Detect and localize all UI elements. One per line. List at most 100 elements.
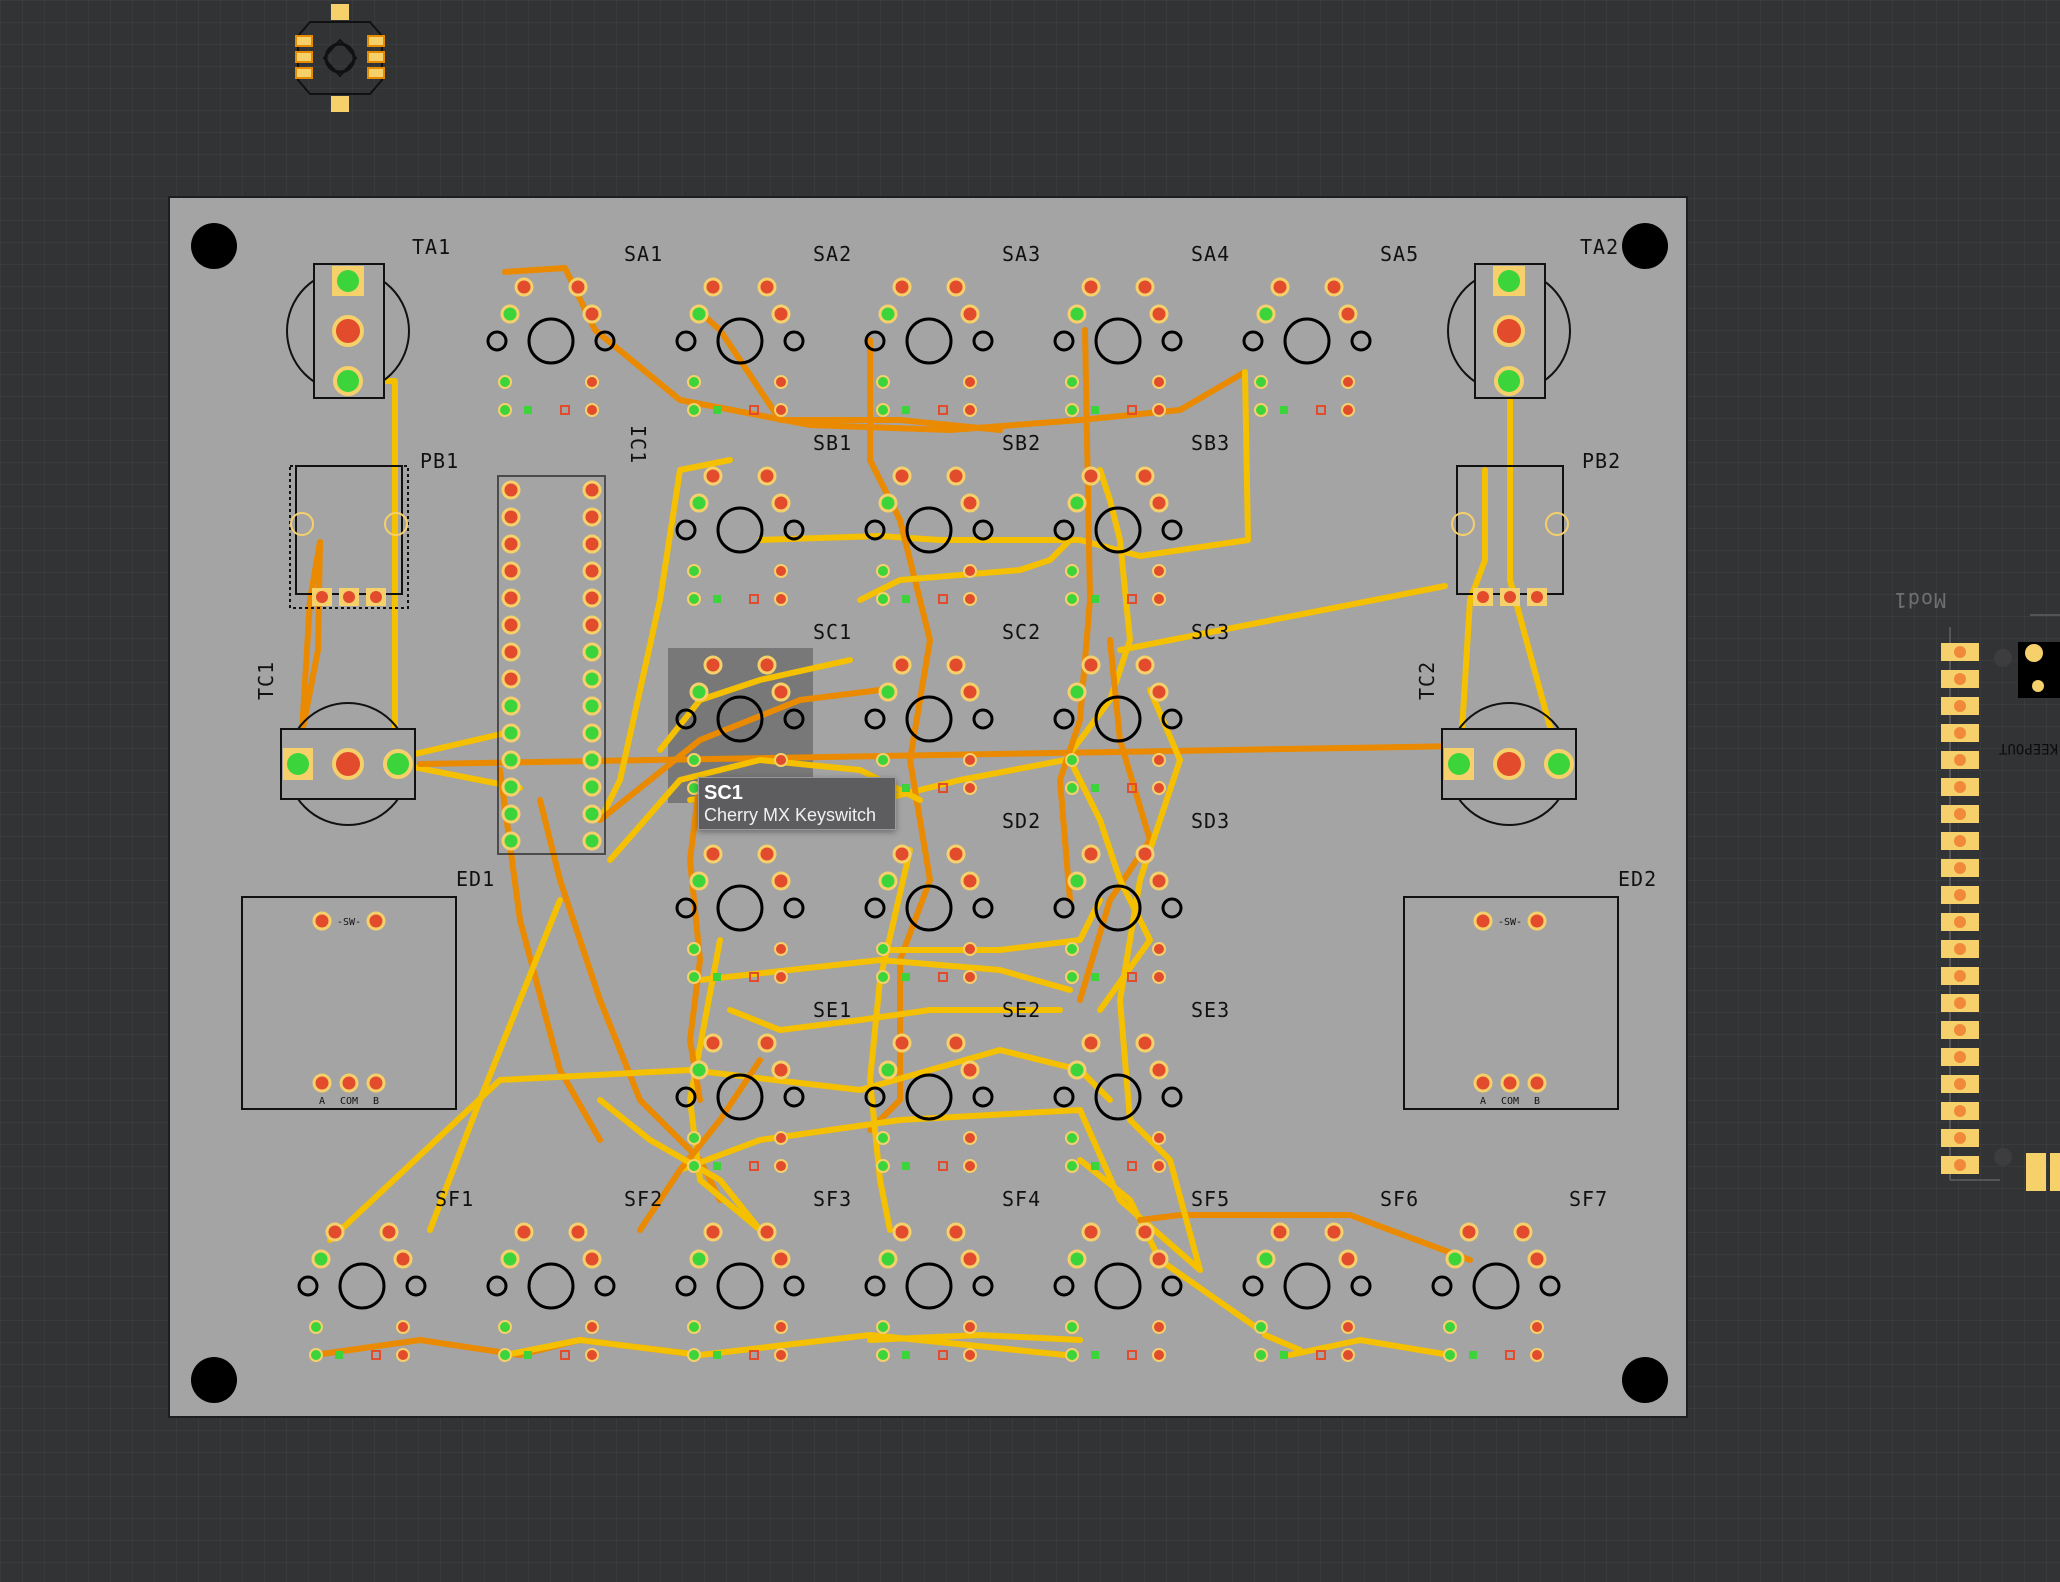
- mounting-hole: [191, 1357, 237, 1403]
- tactile-switch[interactable]: [1447, 263, 1571, 399]
- keyswitch-footprint[interactable]: [1053, 655, 1183, 795]
- module-pin-hole: [1954, 1105, 1966, 1117]
- label-ta2: TA2: [1580, 235, 1619, 259]
- ic-pin: [582, 831, 602, 851]
- keyswitch-footprint[interactable]: [864, 466, 994, 606]
- keyswitch-footprint[interactable]: [1053, 1033, 1183, 1173]
- module-pin-hole: [1954, 1159, 1966, 1171]
- keyswitch-footprint[interactable]: [486, 277, 616, 417]
- keyswitch-footprint[interactable]: [1431, 1222, 1561, 1362]
- ic-pin: [582, 696, 602, 716]
- label-se2: SE2: [1002, 998, 1041, 1022]
- tactile-switch[interactable]: [286, 263, 410, 399]
- label-sb1: SB1: [813, 431, 852, 455]
- keyswitch-footprint[interactable]: [1053, 277, 1183, 417]
- stray-pad: [367, 35, 385, 47]
- keyswitch-footprint[interactable]: [675, 844, 805, 984]
- pcb-board[interactable]: [168, 196, 1688, 1418]
- ic-pin: [582, 750, 602, 770]
- keyswitch-footprint[interactable]: [864, 844, 994, 984]
- ic-pin: [501, 480, 521, 500]
- module-pin-hole: [1954, 808, 1966, 820]
- label-se3: SE3: [1191, 998, 1230, 1022]
- ic-pin: [582, 507, 602, 527]
- keyswitch-footprint[interactable]: [1242, 1222, 1372, 1362]
- keyswitch-footprint[interactable]: [675, 466, 805, 606]
- ic-pin: [582, 615, 602, 635]
- module-pin-hole: [1954, 673, 1966, 685]
- stray-pad: [295, 51, 313, 63]
- stray-component[interactable]: [295, 4, 385, 112]
- offboard-module[interactable]: Mod1 KEEPOUT: [1894, 588, 2060, 1191]
- ic-pin: [501, 669, 521, 689]
- label-sc1: SC1: [813, 620, 852, 644]
- stray-pad: [331, 4, 349, 20]
- keyswitch-footprint[interactable]: [864, 277, 994, 417]
- module-pin-hole: [1954, 997, 1966, 1009]
- module-pin-hole: [1954, 700, 1966, 712]
- encoder-b-label: B: [1534, 1096, 1540, 1107]
- ic-pin: [501, 642, 521, 662]
- keyswitch-footprint[interactable]: [675, 1033, 805, 1173]
- keyswitch-footprint[interactable]: [297, 1222, 427, 1362]
- keyswitch-footprint[interactable]: [864, 1033, 994, 1173]
- label-sc2: SC2: [1002, 620, 1041, 644]
- module-pin-hole: [1954, 754, 1966, 766]
- module-pin-hole: [1954, 835, 1966, 847]
- ic-footprint[interactable]: [497, 475, 606, 855]
- keepout-label: KEEPOUT: [1998, 740, 2058, 756]
- encoder-b-label: B: [373, 1096, 379, 1107]
- label-sa5: SA5: [1380, 242, 1419, 266]
- encoder-sw-label: -SW-: [337, 917, 361, 928]
- module-pin-hole: [1954, 970, 1966, 982]
- keyswitch-footprint[interactable]: [1242, 277, 1372, 417]
- keyswitch-layer: [297, 277, 1561, 1362]
- label-sd3: SD3: [1191, 809, 1230, 833]
- label-ic1: IC1: [626, 425, 650, 464]
- pushbutton[interactable]: [1451, 465, 1569, 606]
- module-pin-hole: [1954, 646, 1966, 658]
- ic-pin: [582, 723, 602, 743]
- ic-pin: [501, 507, 521, 527]
- keyswitch-footprint[interactable]: [1053, 844, 1183, 984]
- label-sf4: SF4: [1002, 1187, 1041, 1211]
- label-sb3: SB3: [1191, 431, 1230, 455]
- keyswitch-footprint[interactable]: [1053, 466, 1183, 606]
- keyswitch-footprint[interactable]: [864, 1222, 994, 1362]
- silkscreen-labels: TA1 TA2 TC1 TC2 PB1 PB2 ED1 ED2 IC1 SA1 …: [254, 235, 1656, 1211]
- label-sa4: SA4: [1191, 242, 1230, 266]
- label-sb2: SB2: [1002, 431, 1041, 455]
- rotary-encoder[interactable]: -SW- A COM B: [241, 896, 457, 1110]
- keyswitch-footprint[interactable]: [1053, 1222, 1183, 1362]
- keyswitch-footprint[interactable]: [486, 1222, 616, 1362]
- mounting-hole: [1622, 1357, 1668, 1403]
- stray-pad: [295, 35, 313, 47]
- ic-pin: [501, 561, 521, 581]
- module-pin-hole: [1954, 781, 1966, 793]
- label-tc2: TC2: [1415, 661, 1439, 700]
- ic-pin: [582, 642, 602, 662]
- module-pin-hole: [1954, 889, 1966, 901]
- label-sd2: SD2: [1002, 809, 1041, 833]
- module-pin-hole: [1954, 943, 1966, 955]
- keyswitch-footprint[interactable]: [675, 1222, 805, 1362]
- ic-pin: [501, 723, 521, 743]
- ic-pin: [501, 804, 521, 824]
- encoder-a-label: A: [319, 1096, 325, 1107]
- mounting-hole: [191, 223, 237, 269]
- tactile-switch[interactable]: [1441, 702, 1577, 826]
- tooltip-title: SC1: [704, 782, 743, 804]
- encoder-sw-label: -SW-: [1498, 917, 1522, 928]
- keyswitch-footprint[interactable]: [675, 277, 805, 417]
- label-sf3: SF3: [813, 1187, 852, 1211]
- ic-pin: [501, 696, 521, 716]
- trace-layer: [293, 265, 1563, 1358]
- rotary-encoder[interactable]: -SW- A COM B: [1403, 896, 1619, 1110]
- pushbutton[interactable]: [289, 465, 409, 609]
- keyswitch-footprint[interactable]: [864, 655, 994, 795]
- stray-pad: [331, 96, 349, 112]
- tactile-switch[interactable]: [280, 702, 416, 826]
- label-se1: SE1: [813, 998, 852, 1022]
- stray-pad: [367, 51, 385, 63]
